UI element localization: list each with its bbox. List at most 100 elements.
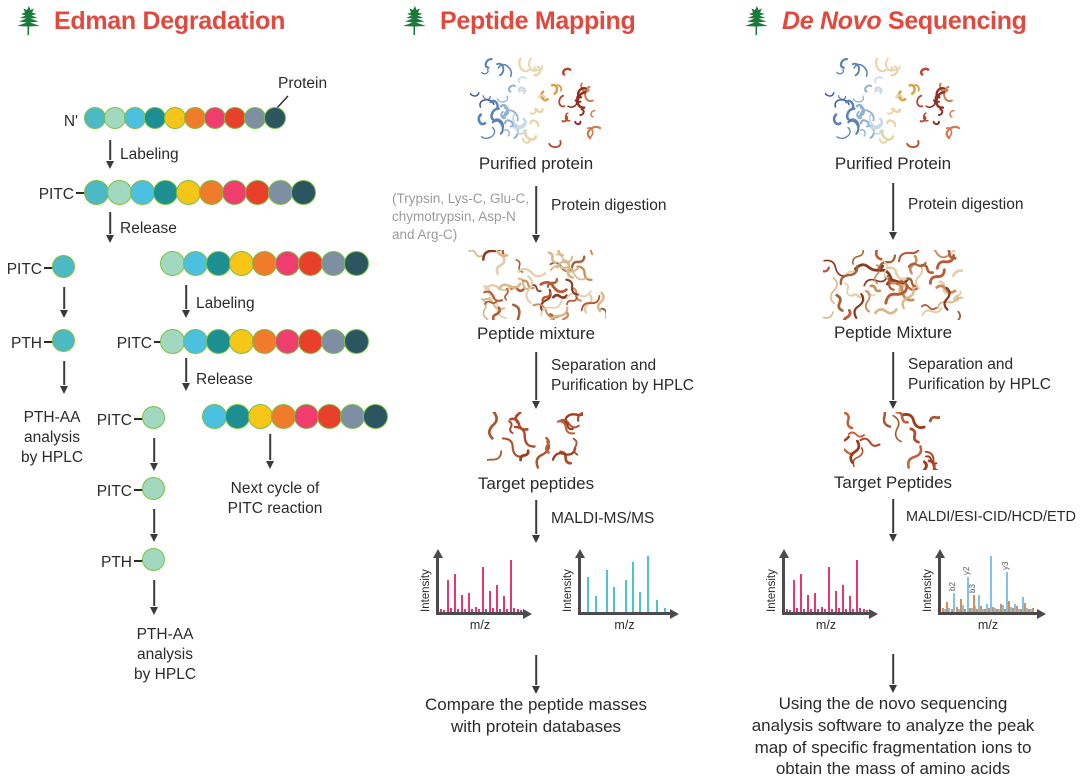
spectrum-peak <box>862 608 865 612</box>
x-axis-label: m/z <box>977 618 999 632</box>
spectrum-peak <box>1014 604 1016 612</box>
amino-acid-bead <box>183 251 208 276</box>
pth-label-2: PTH <box>101 554 132 571</box>
column-header-de-novo: De Novo Sequencing <box>742 5 1027 37</box>
amino-acid-bead <box>294 404 319 429</box>
dn-step1-label: Purified Protein <box>834 154 952 173</box>
pm-step1-label: Purified protein <box>478 154 594 173</box>
amino-acid-bead <box>264 107 286 129</box>
spectrum-peak <box>964 609 966 612</box>
spectrum-peak <box>980 605 982 612</box>
arrow-next-cycle <box>264 434 276 469</box>
spectrum-peak <box>948 607 950 612</box>
spectrum-peak <box>460 595 463 612</box>
spectrum-peak <box>946 601 948 612</box>
spectrum-peak <box>944 609 946 612</box>
amino-acid-bead <box>206 329 231 354</box>
spectrum-peak <box>967 577 969 612</box>
spectrum-peak <box>474 606 477 612</box>
spectrum-peak <box>831 608 834 612</box>
step-label-labeling-2: Labeling <box>196 295 255 312</box>
pitc-label-3: PITC <box>116 335 152 352</box>
arrow-pitc-chain-2 <box>148 438 160 471</box>
protein-ribbon-structure-pm <box>467 55 602 155</box>
spectrum-peak <box>587 577 590 612</box>
spectrum-peak <box>841 585 844 612</box>
dn-conclusion-text: Using the de novo sequencing analysis so… <box>751 694 1035 779</box>
spectrum-peak <box>971 608 973 612</box>
spectrum-peak <box>502 596 505 612</box>
spectrum-peak <box>992 606 994 612</box>
y-axis-label: Intensity <box>922 569 934 612</box>
spectrum-peak <box>453 573 456 612</box>
spectrum-peak <box>467 592 470 612</box>
amino-acid-bead <box>202 404 227 429</box>
spectrum-peak <box>962 605 964 612</box>
pine-tree-logo-icon <box>403 6 426 35</box>
step-label-labeling-1: Labeling <box>120 146 179 163</box>
peptide-mixture-scatter-pm <box>466 250 606 320</box>
protein-ribbon-structure-dn <box>822 55 961 155</box>
spectrum-peak <box>953 592 955 612</box>
spectrum-peak <box>785 609 788 612</box>
pitc-label-1: PITC <box>38 186 74 203</box>
x-axis <box>578 612 671 615</box>
spectrum-peak <box>848 596 851 612</box>
spectrum-peak <box>1032 607 1034 612</box>
amino-acid-bead <box>142 548 165 571</box>
spectrum-peak <box>1002 605 1004 612</box>
spectrum-peak <box>613 586 616 612</box>
spectrum-peak <box>516 608 519 612</box>
released-residue-1 <box>52 255 75 278</box>
spectrum-peak <box>631 561 634 612</box>
pine-tree-logo-icon <box>745 6 768 35</box>
bond-connector <box>134 560 144 562</box>
y-axis <box>938 556 941 612</box>
amino-acid-bead <box>252 329 277 354</box>
y-axis-arrowhead <box>432 549 443 558</box>
arrow-pitc-to-pth-2 <box>148 509 160 542</box>
spectrum-peak <box>859 607 862 612</box>
pm-arrow1-label: Protein digestion <box>551 197 667 214</box>
bond-connector <box>76 192 86 194</box>
spectrum-peak <box>789 609 792 612</box>
arrow-labeling-2 <box>180 285 192 318</box>
amino-acid-bead <box>206 251 231 276</box>
arrow-release-1 <box>104 212 116 243</box>
amino-acid-bead <box>184 107 206 129</box>
amino-acid-bead <box>229 329 254 354</box>
column-title-edman: Edman Degradation <box>54 6 286 35</box>
amino-acid-bead <box>104 107 126 129</box>
pitc-label-4: PITC <box>96 412 132 429</box>
x-axis-arrowhead <box>523 608 532 619</box>
spectrum-peak <box>990 556 992 612</box>
de-novo-italic-part: De Novo <box>782 6 882 35</box>
y-axis-label: Intensity <box>766 569 778 612</box>
spectrum-peak <box>509 560 512 612</box>
y-axis <box>578 556 581 612</box>
amino-acid-bead <box>321 329 346 354</box>
spectrum-peak <box>827 567 830 612</box>
spectrum-peak <box>984 609 986 612</box>
amino-acid-bead <box>222 180 247 205</box>
arrow-dn-hplc <box>887 352 899 409</box>
spectrum-peak <box>1030 608 1032 612</box>
spectrum-peak <box>506 608 509 612</box>
spectrum-peak <box>956 606 958 612</box>
spectrum-peak <box>855 560 858 612</box>
spectrum-peak <box>605 570 608 612</box>
target-peptides-scatter-dn <box>844 412 940 470</box>
amino-acid-bead <box>275 329 300 354</box>
spectrum-peak <box>974 606 976 612</box>
arrow-pitc-to-pth-1 <box>58 287 70 318</box>
bond-connector <box>134 418 144 420</box>
pm-step2-label: Peptide mixture <box>476 324 596 343</box>
amino-acid-bead <box>153 180 178 205</box>
amino-acid-bead <box>271 404 296 429</box>
amino-acid-bead <box>130 180 155 205</box>
spectrum-peak <box>838 608 841 612</box>
peak-annotation-y3: y3 <box>1001 561 1010 570</box>
spectrum-peak <box>813 592 816 612</box>
arrow-pm-digestion <box>530 186 542 243</box>
